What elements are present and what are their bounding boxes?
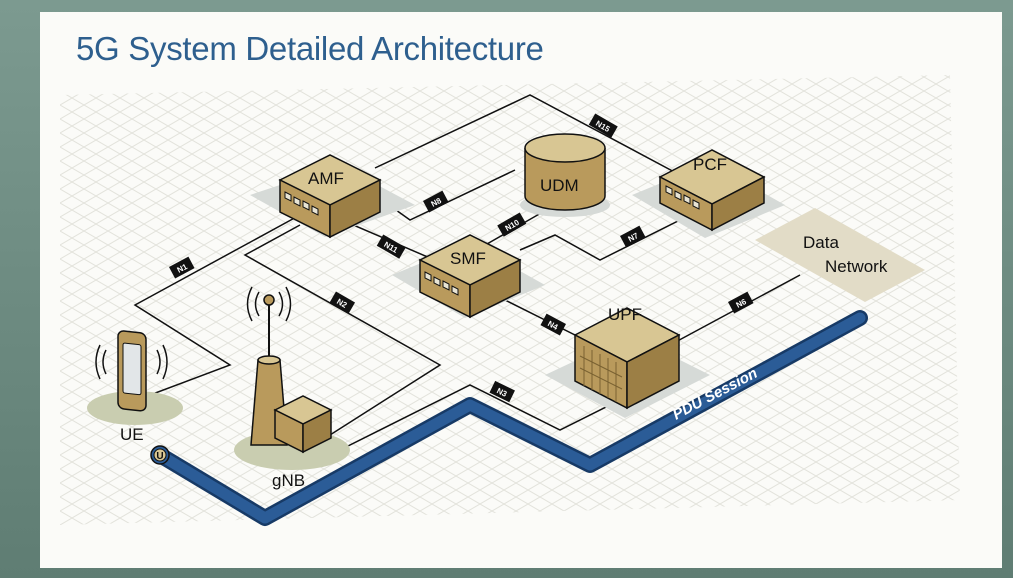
n8-tag: N8 bbox=[423, 190, 449, 213]
ue-node bbox=[87, 330, 183, 425]
n8-label: N8 bbox=[430, 196, 444, 209]
u-marker: U bbox=[150, 445, 170, 465]
amf-node bbox=[250, 154, 415, 239]
n3-line bbox=[329, 384, 641, 456]
gnb-label: gNB bbox=[272, 471, 305, 490]
n3-label: N3 bbox=[495, 386, 509, 399]
data-network-label-line2: Network bbox=[825, 257, 888, 276]
isometric-grid bbox=[60, 75, 960, 525]
n11-tag: N11 bbox=[376, 234, 406, 259]
n4-label: N4 bbox=[546, 319, 560, 332]
gnb-node bbox=[234, 286, 350, 470]
upf-label: UPF bbox=[608, 305, 642, 324]
amf-label: AMF bbox=[308, 169, 344, 188]
gnb-signal-icon bbox=[246, 286, 292, 322]
udm-label: UDM bbox=[540, 176, 579, 195]
n7-tag: N7 bbox=[620, 225, 646, 248]
pcf-label: PCF bbox=[693, 155, 727, 174]
n3-tag: N3 bbox=[489, 380, 515, 403]
smf-label: SMF bbox=[450, 249, 486, 268]
data-network-plane bbox=[755, 208, 925, 302]
n1-tag: N1 bbox=[169, 256, 195, 279]
n15-line bbox=[374, 94, 681, 176]
n7-line bbox=[519, 209, 701, 261]
pcf-node bbox=[632, 149, 785, 238]
pdu-session-pipe bbox=[152, 310, 868, 526]
smf-node bbox=[392, 234, 545, 319]
n4-tag: N4 bbox=[540, 313, 566, 336]
n6-label: N6 bbox=[735, 297, 749, 310]
u-marker-label: U bbox=[156, 451, 163, 462]
data-network-label-line1: Data bbox=[803, 233, 839, 252]
ue-label: UE bbox=[120, 425, 144, 444]
n7-label: N7 bbox=[627, 231, 641, 244]
udm-node bbox=[520, 133, 610, 217]
n1-line bbox=[133, 214, 301, 396]
upf-node bbox=[545, 307, 710, 418]
ue-signal-icon bbox=[95, 344, 168, 380]
n6-tag: N6 bbox=[728, 291, 754, 314]
interface-tags: N1 N2 N11 N8 N15 N10 N7 N4 bbox=[169, 113, 754, 403]
n2-tag: N2 bbox=[329, 291, 356, 314]
n1-label: N1 bbox=[176, 262, 190, 275]
slide-title: 5G System Detailed Architecture bbox=[76, 30, 544, 67]
